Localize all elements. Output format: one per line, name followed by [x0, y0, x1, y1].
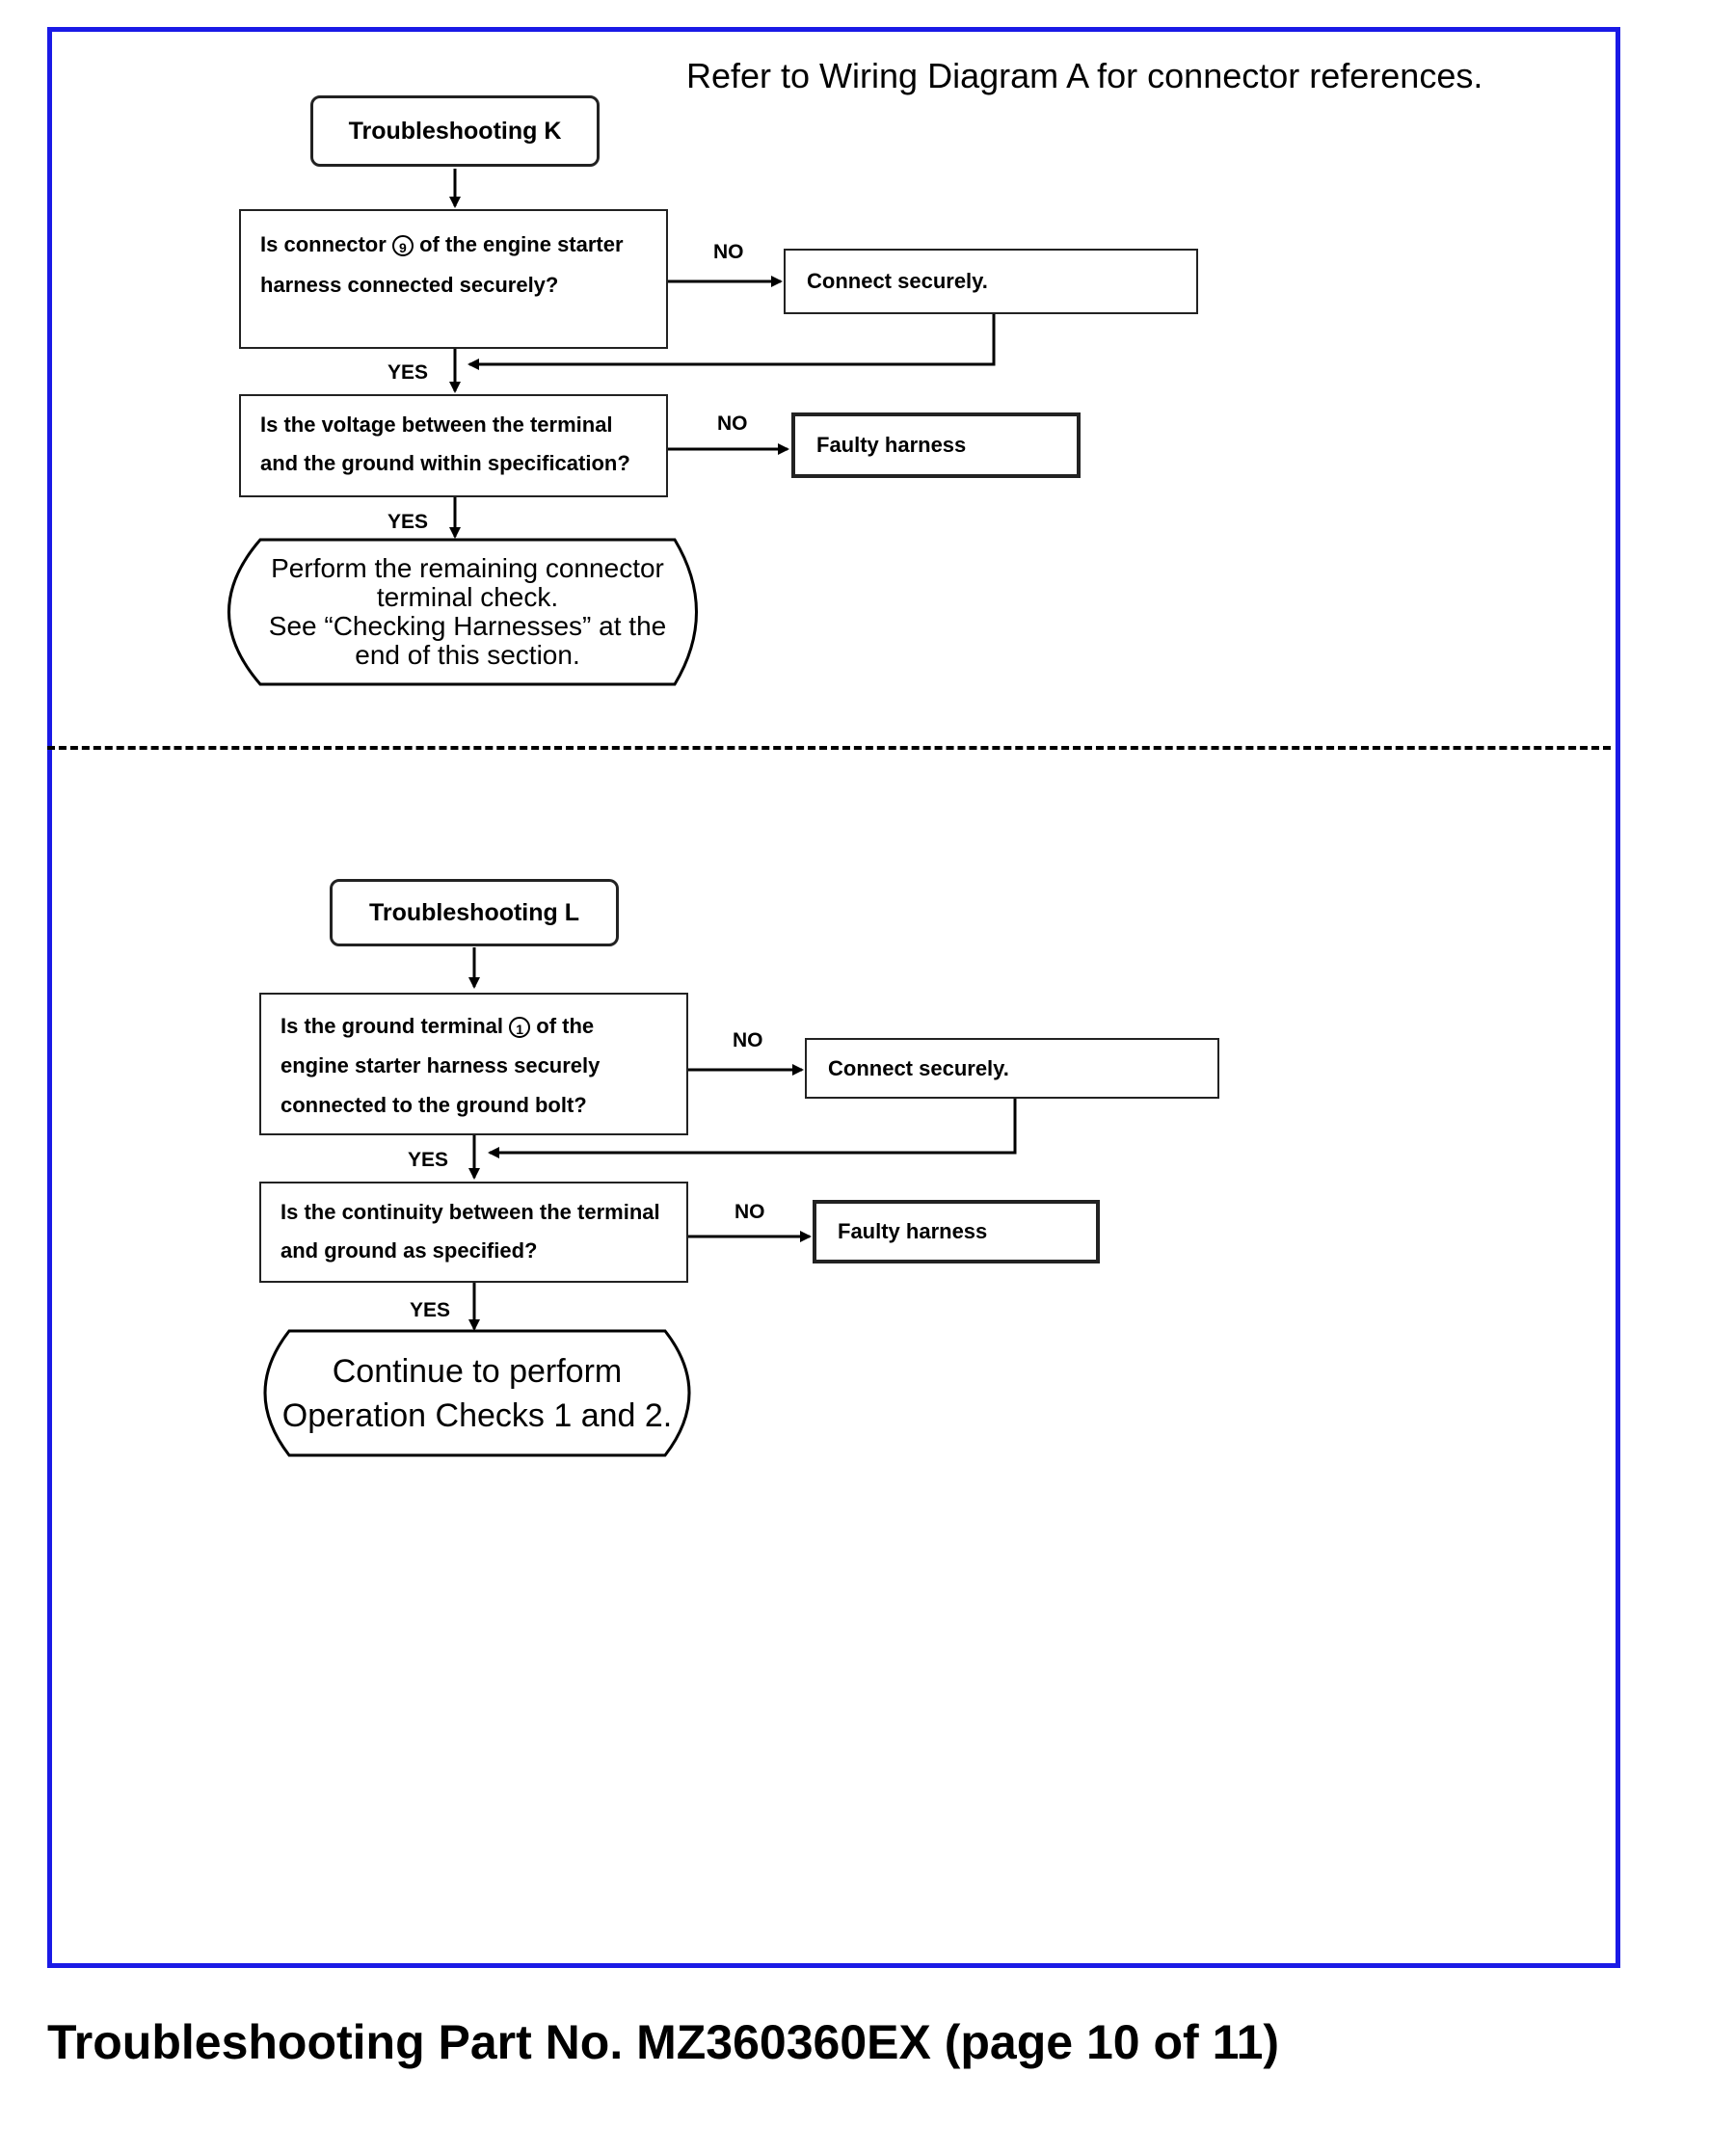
k-question-1: Is connector 9 of the engine starter har… [239, 209, 668, 349]
ground-terminal-ref-icon: 1 [509, 1017, 531, 1039]
l-q2-no-label: NO [734, 1201, 765, 1223]
k-q2-no-label: NO [717, 412, 748, 435]
l-terminator: Continue to perform Operation Checks 1 a… [255, 1336, 699, 1451]
k-terminator-shape [227, 538, 698, 686]
l-q1-yes-label: YES [408, 1149, 449, 1171]
k-faulty-harness-box: Faulty harness [791, 412, 1081, 478]
k-end-line-2: terminal check. [376, 582, 559, 612]
k-q1-text-after: of the engine starter harness connected … [260, 232, 624, 297]
k-q1-yes-label: YES [387, 361, 429, 384]
l-end-line-1: Continue to perform [332, 1353, 623, 1390]
k-q1-no-label: NO [713, 241, 744, 263]
l-start-box: Troubleshooting L [330, 879, 619, 946]
k-start-box: Troubleshooting K [310, 95, 600, 167]
k-end-line-1: Perform the remaining connector [271, 553, 664, 583]
l-question-2: Is the continuity between the terminal a… [259, 1182, 688, 1283]
k-q2-yes-label: YES [387, 511, 429, 533]
k-end-line-4: end of this section. [355, 640, 580, 670]
l-q1-no-label: NO [733, 1029, 763, 1051]
k-q1-text-before: Is connector [260, 232, 387, 256]
k-connect-securely-box: Connect securely. [784, 249, 1198, 314]
section-divider [47, 746, 1611, 750]
l-return-arrow [488, 1099, 1017, 1158]
l-q2-yes-label: YES [410, 1299, 451, 1321]
l-terminator-shape [263, 1329, 691, 1457]
l-q1-text-after: of the engine starter harness securely c… [280, 1014, 601, 1117]
k-end-line-3: See “Checking Harnesses” at the [268, 611, 667, 641]
l-end-line-2: Operation Checks 1 and 2. [281, 1397, 673, 1434]
k-question-2: Is the voltage between the terminal and … [239, 394, 668, 497]
wiring-diagram-note: Refer to Wiring Diagram A for connector … [686, 56, 1483, 95]
k-return-arrow [467, 314, 996, 370]
l-faulty-harness-box: Faulty harness [813, 1200, 1100, 1263]
diagram-frame [47, 27, 1620, 1968]
l-q1-text-before: Is the ground terminal [280, 1014, 504, 1038]
page-footer: Troubleshooting Part No. MZ360360EX (pag… [47, 2015, 1280, 2069]
k-terminator: Perform the remaining connector terminal… [231, 551, 704, 673]
connector-ref-icon: 9 [391, 235, 414, 257]
l-connect-securely-box: Connect securely. [805, 1038, 1219, 1099]
l-question-1: Is the ground terminal 1 of the engine s… [259, 993, 688, 1135]
